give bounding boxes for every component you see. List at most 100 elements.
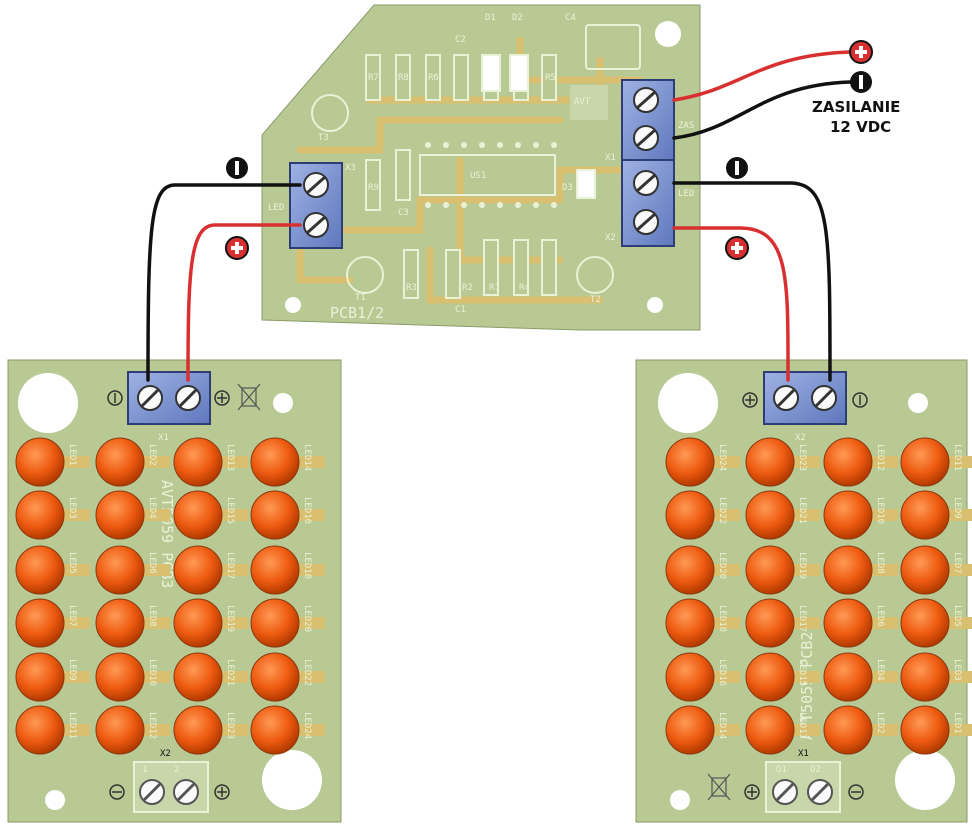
avt-logo: AVT [574, 97, 591, 107]
right-led [823, 705, 873, 755]
right-led [665, 437, 715, 487]
right-led-label: LED5 [952, 605, 962, 627]
right-led [823, 652, 873, 702]
controller-x3-label: X3 [345, 163, 356, 173]
ic-us1 [419, 154, 556, 196]
left-led [173, 652, 223, 702]
right-led-label: LED16 [717, 659, 727, 686]
wire-supply-minus [672, 80, 852, 140]
right-led-label: LED7 [952, 552, 962, 574]
supply-label-line1: ZASILANIE [812, 98, 900, 116]
left-led-label: LED1 [67, 444, 77, 466]
right-led-label: LED22 [717, 497, 727, 524]
left-plus-marker [225, 236, 249, 260]
right-plus-marker [725, 236, 749, 260]
right-led [823, 437, 873, 487]
controller-board: AVT US1 PCB1/2 X3 X1 X2 ZAS LED LED R1 R… [261, 4, 701, 331]
right-x1-label: X1 [798, 749, 809, 759]
right-led-label: LED9 [952, 497, 962, 519]
svg-text:C3: C3 [398, 208, 409, 218]
left-led-label: LED15 [225, 497, 235, 524]
right-led [823, 545, 873, 595]
right-led [745, 437, 795, 487]
minus-symbol-icon [107, 390, 125, 800]
left-board-text: AVT5059 PCB3 [158, 480, 176, 588]
left-led [95, 490, 145, 540]
resistor-row-bottom [365, 149, 557, 299]
left-led-label: LED23 [225, 712, 235, 739]
plus-symbol-icon [214, 390, 230, 800]
controller-mount-hole [655, 21, 681, 47]
left-led [15, 545, 65, 595]
left-led [95, 545, 145, 595]
left-led [15, 652, 65, 702]
supply-minus-marker [850, 71, 872, 93]
right-led-label: LED21 [797, 497, 807, 524]
controller-ic-label: US1 [470, 171, 486, 181]
left-led-label: LED14 [302, 444, 312, 471]
left-led-label: LED17 [225, 552, 235, 579]
controller-mount-hole [285, 297, 301, 313]
right-led-label: LED6 [875, 605, 885, 627]
right-led [900, 490, 950, 540]
controller-led-label-left: LED [268, 203, 284, 213]
right-led-label: LED13 [797, 712, 807, 739]
svg-text:T2: T2 [590, 295, 601, 305]
svg-text:R1: R1 [489, 283, 500, 293]
transistor-t1 [346, 256, 384, 294]
wire-right-plus [672, 226, 790, 382]
left-pin2-label: 2 [174, 765, 179, 775]
right-led-label: LED4 [875, 659, 885, 681]
diode-d2 [509, 54, 529, 92]
right-led [665, 545, 715, 595]
left-terminal-x1 [127, 371, 211, 425]
right-led [900, 652, 950, 702]
right-pin2-label: O2 [810, 765, 821, 775]
right-led [823, 598, 873, 648]
left-led [250, 490, 300, 540]
left-led [15, 437, 65, 487]
left-led-label: LED12 [147, 712, 157, 739]
left-led-label: LED6 [147, 552, 157, 574]
right-led [745, 652, 795, 702]
right-led-label: LED14 [717, 712, 727, 739]
weee-bin-icon [707, 773, 731, 801]
left-led-label: LED22 [302, 659, 312, 686]
left-led-label: LED3 [67, 497, 77, 519]
minus-symbol-icon [848, 392, 868, 800]
right-led [745, 545, 795, 595]
left-led-label: LED20 [302, 605, 312, 632]
left-led [250, 545, 300, 595]
wire-left-plus [186, 223, 302, 382]
controller-board-name: PCB1/2 [330, 304, 384, 322]
left-x1-label: X1 [158, 433, 169, 443]
left-led-label: LED13 [225, 444, 235, 471]
right-led-label: LED8 [875, 552, 885, 574]
left-led [250, 598, 300, 648]
wire-supply-plus [672, 50, 852, 102]
right-led-label: LED11 [952, 444, 962, 471]
left-led [95, 652, 145, 702]
left-led [173, 490, 223, 540]
right-mount-hole [895, 750, 955, 810]
left-led-label: LED10 [147, 659, 157, 686]
right-board-text: AVT5059 PCB2 [798, 632, 816, 740]
controller-terminal-x3 [289, 162, 343, 249]
svg-text:D2: D2 [512, 13, 523, 23]
left-led-label: LED16 [302, 497, 312, 524]
left-led [15, 490, 65, 540]
diode-d1 [481, 54, 501, 92]
right-minus-marker [726, 157, 748, 179]
left-led [173, 545, 223, 595]
weee-bin-icon [237, 383, 261, 411]
controller-x2-label: X2 [605, 233, 616, 243]
right-mount-hole [908, 393, 928, 413]
left-led-label: LED11 [67, 712, 77, 739]
capacitor-c4-outline [585, 24, 641, 70]
right-led-label: LED2 [875, 712, 885, 734]
right-led-label: LED3 [952, 659, 962, 681]
screw-terminal-icon [303, 172, 329, 238]
